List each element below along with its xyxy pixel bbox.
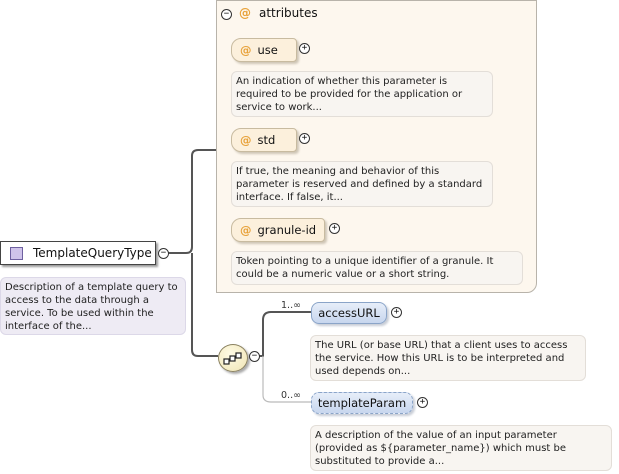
- expand-use-icon[interactable]: +: [299, 43, 310, 54]
- expand-granule-id-icon[interactable]: +: [329, 223, 340, 234]
- expand-std-icon[interactable]: +: [299, 133, 310, 144]
- collapse-attributes-icon[interactable]: −: [221, 9, 232, 20]
- element-description: A description of the value of an input p…: [310, 425, 612, 471]
- expand-accessURL-icon[interactable]: +: [391, 307, 402, 318]
- attribute-use[interactable]: @ use: [231, 38, 297, 62]
- attribute-description: Token pointing to a unique identifier of…: [231, 251, 523, 285]
- element-description: The URL (or base URL) that a client uses…: [310, 335, 586, 381]
- element-accessURL[interactable]: accessURL: [311, 302, 387, 324]
- attribute-name: granule-id: [257, 223, 317, 237]
- complex-type-icon: [10, 247, 23, 260]
- attribute-description: An indication of whether this parameter …: [231, 71, 493, 117]
- collapse-sequence-icon[interactable]: −: [249, 351, 260, 362]
- at-sign-icon: @: [240, 223, 252, 237]
- cardinality-label: 0..∞: [281, 390, 301, 401]
- at-sign-icon: @: [240, 43, 252, 57]
- root-type-box[interactable]: TemplateQueryType: [0, 241, 156, 265]
- at-sign-icon: @: [240, 133, 252, 147]
- root-description: Description of a template query to acces…: [0, 277, 186, 335]
- collapse-root-icon[interactable]: −: [158, 248, 169, 259]
- attribute-description: If true, the meaning and behavior of thi…: [231, 161, 493, 207]
- attributes-panel: − @ attributes @ use + An indication of w…: [216, 0, 537, 293]
- attributes-title: attributes: [259, 6, 318, 20]
- root-type-name: TemplateQueryType: [33, 246, 152, 260]
- attribute-std[interactable]: @ std: [231, 128, 297, 152]
- cardinality-label: 1..∞: [281, 300, 301, 311]
- attribute-name: std: [257, 133, 276, 147]
- element-templateParam[interactable]: templateParam: [311, 392, 413, 414]
- expand-templateParam-icon[interactable]: +: [417, 397, 428, 408]
- sequence-compositor-icon[interactable]: [218, 344, 248, 372]
- attribute-granule-id[interactable]: @ granule-id: [231, 218, 325, 242]
- attribute-name: use: [257, 43, 278, 57]
- at-sign-icon: @: [239, 6, 251, 20]
